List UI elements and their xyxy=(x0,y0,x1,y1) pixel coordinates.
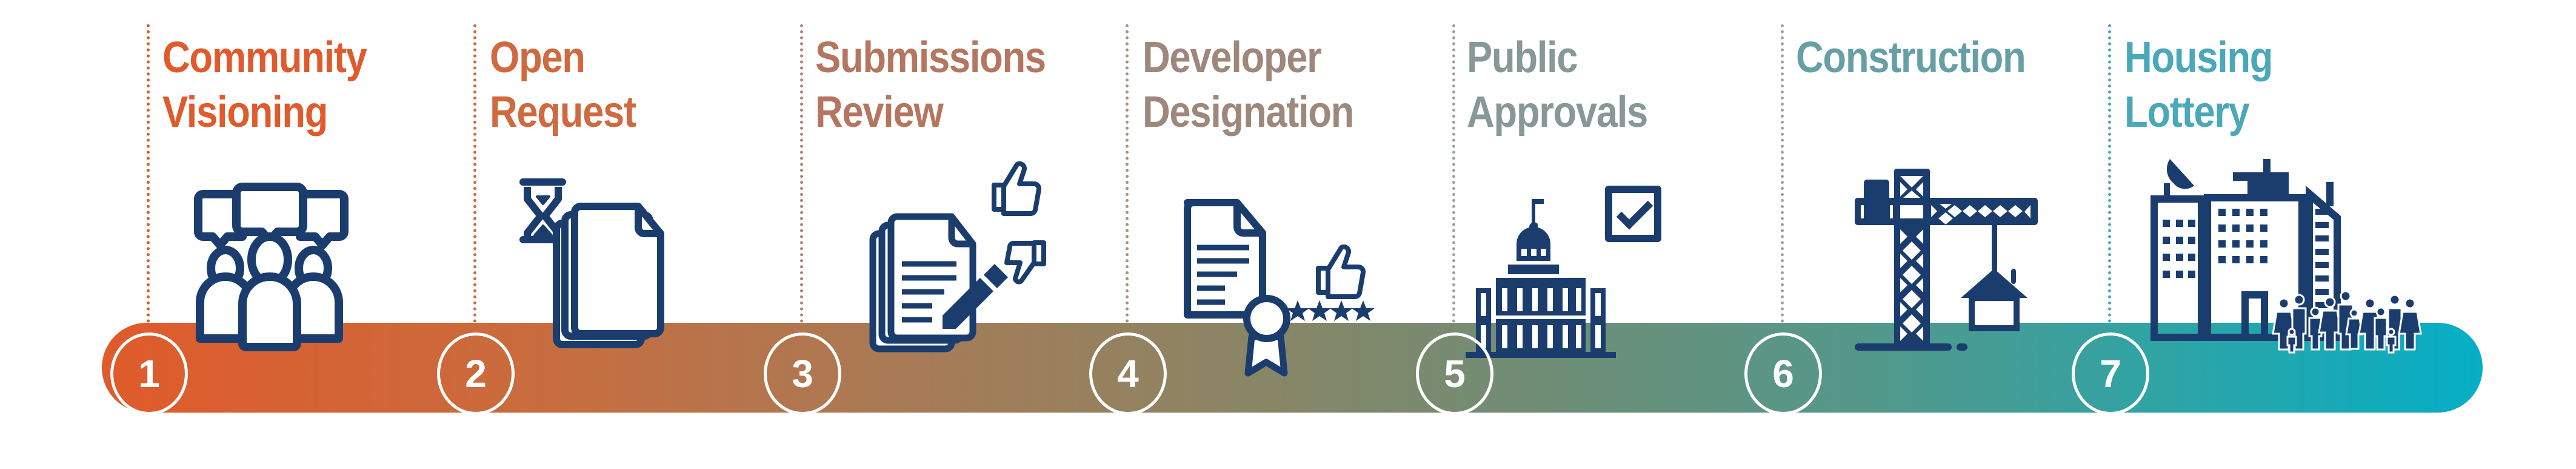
step-number-5: 5 xyxy=(1416,332,1493,415)
step-divider-2 xyxy=(473,24,476,323)
step-number-7: 7 xyxy=(2072,332,2149,415)
step-title-line2: Approvals xyxy=(1467,88,1648,137)
step-title-7: Housing Lottery xyxy=(2124,30,2273,140)
step-title-line1: Community xyxy=(162,33,367,82)
crane-house-icon xyxy=(1855,157,2043,351)
step-title-line1: Public xyxy=(1467,33,1578,82)
step-title-3: Submissions Review xyxy=(815,30,1046,140)
step-title-4: Developer Designation xyxy=(1143,30,1354,140)
step-number-6: 6 xyxy=(1744,332,1822,415)
step-title-5: Public Approvals xyxy=(1467,30,1648,140)
step-title-line1: Construction xyxy=(1796,33,2026,82)
community-speech-bubbles-icon xyxy=(191,182,361,352)
step-divider-4 xyxy=(1126,24,1129,323)
step-title-6: Construction xyxy=(1796,30,2026,85)
certificate-thumbs-up-stars-icon xyxy=(1179,199,1379,377)
buildings-people-icon xyxy=(2151,159,2423,359)
step-title-line2: Visioning xyxy=(162,88,328,137)
step-divider-1 xyxy=(147,24,150,323)
people-group-icon xyxy=(2272,290,2422,354)
step-number-3: 3 xyxy=(764,332,841,415)
step-title-line1: Submissions xyxy=(815,33,1046,82)
step-number-2: 2 xyxy=(437,332,515,415)
step-number-4: 4 xyxy=(1089,332,1167,415)
capitol-checkbox-icon xyxy=(1466,169,1661,358)
step-divider-3 xyxy=(800,24,803,323)
step-title-line2: Review xyxy=(815,88,944,137)
hourglass-documents-icon xyxy=(519,176,666,352)
step-divider-6 xyxy=(1781,24,1784,323)
step-divider-5 xyxy=(1452,24,1455,323)
step-title-2: Open Request xyxy=(490,30,636,140)
stars-icon xyxy=(1286,300,1375,321)
step-title-1: Community Visioning xyxy=(162,30,367,140)
step-title-line2: Request xyxy=(490,88,636,137)
step-title-line1: Housing xyxy=(2124,33,2273,82)
step-title-line2: Lottery xyxy=(2124,88,2250,137)
step-title-line1: Open xyxy=(490,33,586,82)
step-divider-7 xyxy=(2108,24,2111,323)
step-number-1: 1 xyxy=(110,332,188,415)
step-title-line2: Designation xyxy=(1143,88,1354,137)
documents-pen-thumbs-icon xyxy=(867,161,1067,355)
step-title-line1: Developer xyxy=(1143,33,1322,82)
